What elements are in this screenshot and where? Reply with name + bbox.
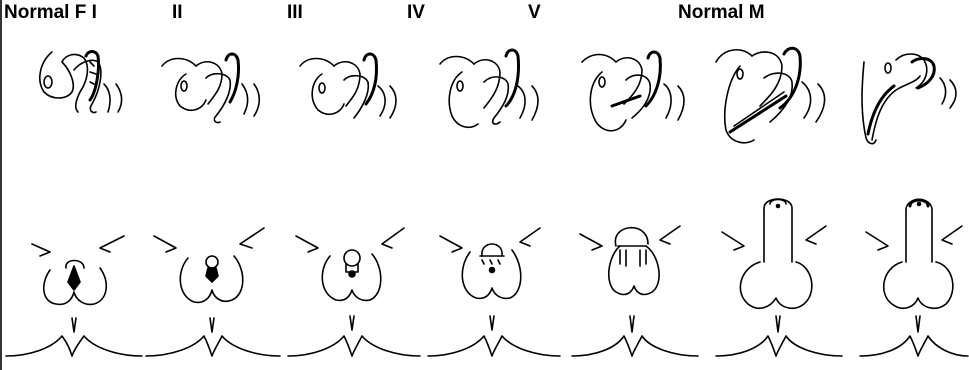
external-normal-f: [6, 236, 142, 356]
external-stage-iv: [428, 228, 560, 356]
sagittal-normal-m-1: [716, 48, 825, 143]
external-normal-m-2: [860, 200, 968, 357]
external-stage-ii: [146, 228, 280, 356]
sagittal-stage-ii: [162, 54, 259, 123]
external-stage-v: [572, 226, 698, 356]
external-stage-iii: [288, 228, 420, 356]
sagittal-stage-iv: [440, 50, 538, 127]
sagittal-stage-iii: [300, 54, 396, 118]
sagittal-normal-m-2: [862, 54, 956, 144]
sagittal-normal-f: [40, 52, 122, 113]
sagittal-stage-v: [582, 52, 684, 131]
external-normal-m-1: [716, 199, 842, 356]
